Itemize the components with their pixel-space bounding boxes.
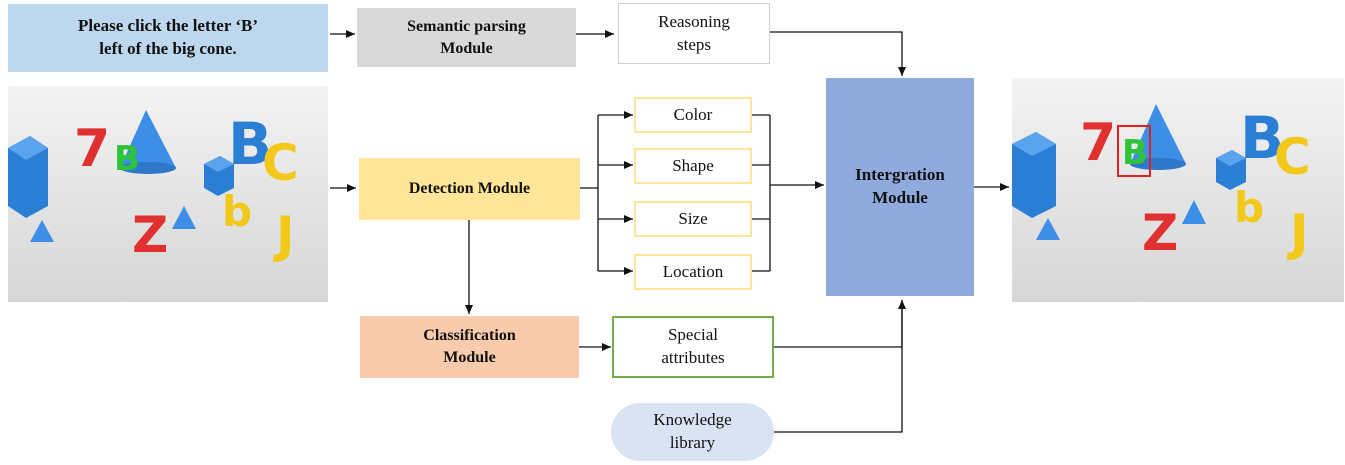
classification-module: Classification Module — [360, 316, 579, 378]
letter-j-yellow: J — [1287, 204, 1309, 262]
line-special-to-integration — [774, 300, 903, 348]
letter-b-blue: B — [1240, 104, 1284, 172]
letter-z-red: Z — [1142, 204, 1178, 262]
letter-seven: 7 — [1080, 113, 1116, 173]
arrow-reasoning-to-integration — [770, 31, 906, 76]
detection-module: Detection Module — [359, 158, 580, 220]
letter-c-yellow: C — [262, 134, 299, 192]
blue-cube-shape — [1012, 132, 1056, 218]
letter-b-green: B — [114, 139, 140, 179]
arrow-knowledge-to-integration — [774, 300, 906, 433]
letter-seven: 7 — [74, 119, 110, 179]
attribute-shape: Shape — [634, 148, 752, 184]
attribute-color: Color — [634, 97, 752, 133]
attribute-location: Location — [634, 254, 752, 290]
small-blue-cube-shape — [1216, 150, 1246, 190]
letter-j-yellow: J — [273, 206, 295, 264]
letter-b-small-yellow: b — [1234, 183, 1264, 232]
knowledge-library-box: Knowledge library — [611, 403, 774, 461]
letter-b-small-yellow: b — [222, 187, 252, 236]
blue-cube-shape — [8, 136, 48, 218]
query-box: Please click the letter ‘B’ left of the … — [8, 4, 328, 72]
letter-z-red: Z — [132, 206, 168, 264]
small-cone-shape — [1036, 218, 1060, 240]
small-cone-shape — [30, 220, 54, 242]
special-attributes-box: Special attributes — [612, 316, 774, 378]
small-cone-shape — [1182, 200, 1206, 224]
reasoning-steps-box: Reasoning steps — [618, 3, 770, 64]
big-cone-shape — [1130, 104, 1186, 164]
semantic-parsing-module: Semantic parsing Module — [357, 8, 576, 67]
big-cone-shape — [120, 110, 176, 168]
small-cone-shape — [172, 206, 196, 229]
letter-b-blue: B — [228, 110, 272, 178]
letter-b-green: B — [1122, 133, 1148, 173]
attribute-size: Size — [634, 201, 752, 237]
output-scene-image: 7 B B C b Z J — [1012, 78, 1344, 302]
small-blue-cube-shape — [204, 156, 234, 196]
input-scene-image: 7 B B C b Z J — [8, 86, 328, 302]
letter-c-yellow: C — [1274, 128, 1311, 186]
integration-module: Intergration Module — [826, 78, 974, 296]
selection-highlight-box — [1117, 125, 1151, 177]
